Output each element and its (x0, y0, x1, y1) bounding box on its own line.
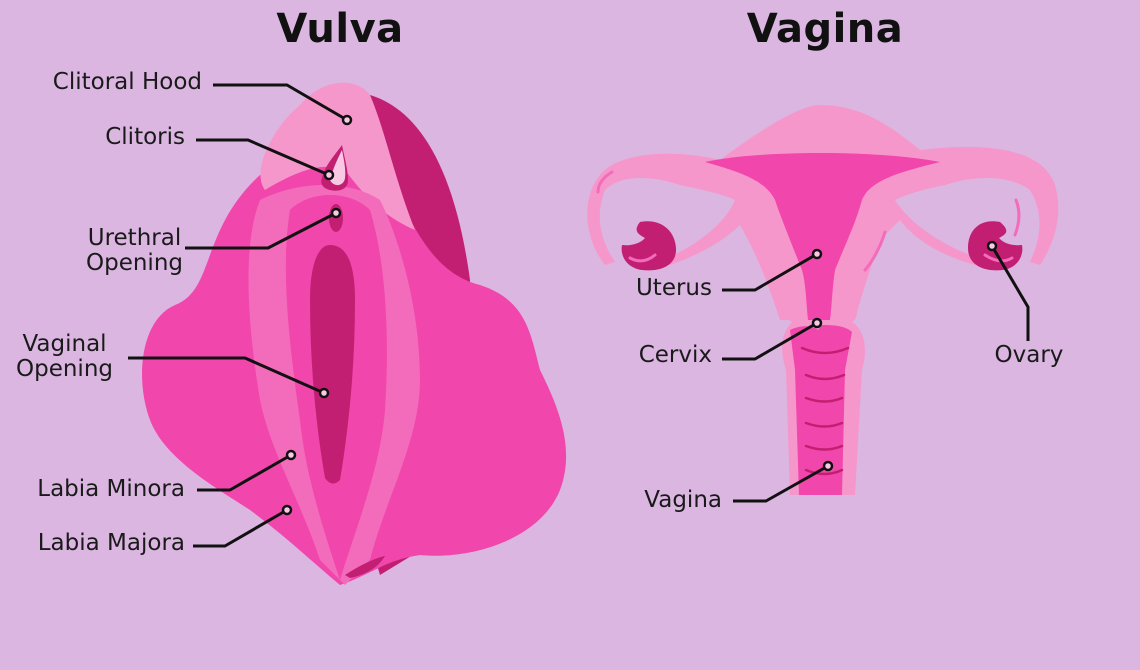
label-vaginal-opening-line2: Opening (16, 356, 113, 382)
label-vaginal-opening-line1: Vaginal (22, 331, 107, 357)
pin-clitoris (323, 169, 335, 181)
leader-labia-minora (197, 453, 292, 492)
vulva-title: Vulva (276, 6, 404, 52)
label-urethral-line1: Urethral (87, 225, 182, 251)
vagina-title: Vagina (746, 6, 904, 52)
label-vagina: Vagina (644, 487, 722, 513)
label-labia-minora: Labia Minora (37, 476, 185, 502)
pin-cervix (811, 317, 823, 329)
label-uterus: Uterus (635, 275, 712, 301)
leader-uterus (722, 252, 818, 292)
leader-vagina (733, 464, 829, 503)
pin-ovary (986, 240, 998, 252)
label-clitoris: Clitoris (105, 124, 185, 150)
label-ovary: Ovary (994, 342, 1064, 368)
pin-labia-majora (281, 504, 293, 516)
label-cervix: Cervix (638, 342, 712, 368)
pin-vaginal-opening (318, 387, 330, 399)
leader-urethral-opening (185, 211, 337, 250)
leader-cervix (722, 321, 818, 361)
leader-ovary (990, 245, 1030, 341)
label-urethral-line2: Opening (86, 250, 183, 276)
label-vaginal-opening: Vaginal Opening (2, 332, 127, 382)
pin-uterus (811, 248, 823, 260)
label-urethral-opening: Urethral Opening (72, 226, 197, 276)
pin-vagina (822, 460, 834, 472)
leader-clitoris (196, 138, 330, 177)
pin-clitoral-hood (341, 114, 353, 126)
label-clitoral-hood: Clitoral Hood (52, 69, 202, 95)
leader-clitoral-hood (213, 83, 348, 122)
leader-labia-majora (193, 508, 288, 548)
pin-labia-minora (285, 449, 297, 461)
pin-urethral-opening (330, 207, 342, 219)
leader-vaginal-opening (128, 356, 325, 395)
label-labia-majora: Labia Majora (37, 530, 185, 556)
